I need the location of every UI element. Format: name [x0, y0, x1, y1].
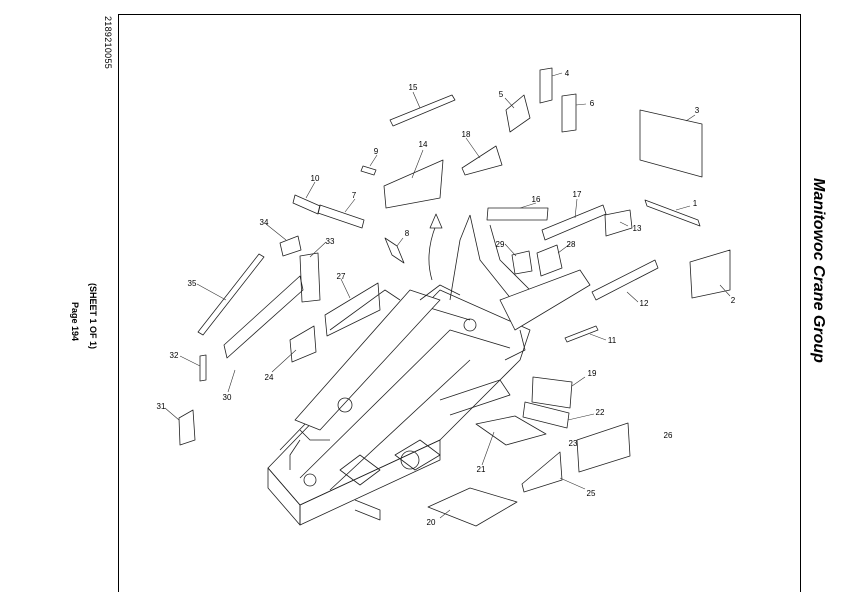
callout-21: 21 — [477, 465, 486, 474]
callout-4: 4 — [565, 69, 570, 78]
frame-top-rule — [118, 14, 801, 15]
callout-23: 23 — [569, 439, 578, 448]
callout-22: 22 — [596, 408, 605, 417]
part-25 — [521, 451, 563, 493]
callout-16: 16 — [532, 195, 541, 204]
callout-18: 18 — [462, 130, 471, 139]
part-9 — [360, 165, 377, 176]
main-frame — [267, 214, 591, 526]
callout-34: 34 — [260, 218, 269, 227]
part-20 — [427, 487, 518, 527]
part-1 — [644, 199, 701, 227]
part-12 — [591, 259, 659, 301]
part-21 — [475, 415, 547, 446]
callout-14: 14 — [419, 140, 428, 149]
callout-11: 11 — [608, 336, 617, 345]
callout-30: 30 — [223, 393, 232, 402]
part-34 — [279, 235, 302, 257]
callout-10: 10 — [311, 174, 320, 183]
callout-19: 19 — [588, 369, 597, 378]
part-17 — [541, 204, 607, 241]
callout-24: 24 — [265, 373, 274, 382]
callout-20: 20 — [427, 518, 436, 527]
frame-right-rule — [800, 14, 801, 592]
part-19 — [531, 376, 573, 409]
part-16 — [486, 207, 549, 221]
part-18 — [461, 145, 503, 176]
part-14 — [383, 159, 444, 209]
part-15 — [389, 94, 456, 127]
callout-28: 28 — [567, 240, 576, 249]
callout-35: 35 — [188, 279, 197, 288]
callout-27: 27 — [337, 272, 346, 281]
direction-arrow-icon — [428, 213, 443, 281]
callout-17: 17 — [573, 190, 582, 199]
callout-25: 25 — [587, 489, 596, 498]
part-23 — [576, 422, 631, 473]
frame-left-rule — [118, 14, 119, 592]
part-35 — [197, 253, 265, 336]
callout-6: 6 — [590, 99, 595, 108]
part-28 — [536, 244, 563, 277]
part-30 — [223, 275, 304, 359]
part-11 — [564, 325, 599, 343]
part-31 — [178, 409, 196, 446]
callout-13: 13 — [633, 224, 642, 233]
part-8 — [384, 237, 405, 264]
callout-2: 2 — [731, 296, 736, 305]
part-13 — [604, 209, 633, 237]
part-10 — [292, 194, 321, 215]
part-32 — [199, 354, 207, 382]
part-33 — [299, 252, 321, 303]
callout-31: 31 — [157, 402, 166, 411]
part-5 — [505, 94, 531, 133]
callout-5: 5 — [499, 90, 504, 99]
callout-8: 8 — [405, 229, 410, 238]
part-6 — [561, 93, 577, 133]
callout-1: 1 — [693, 199, 698, 208]
part-22 — [522, 401, 570, 429]
part-27 — [324, 282, 381, 337]
part-24 — [289, 325, 317, 363]
callout-26: 26 — [664, 431, 673, 440]
part-7 — [317, 204, 365, 229]
part-4 — [539, 67, 553, 104]
callout-15: 15 — [409, 83, 418, 92]
callout-7: 7 — [352, 191, 357, 200]
part-3 — [639, 109, 703, 178]
callout-29: 29 — [496, 240, 505, 249]
callout-12: 12 — [640, 299, 649, 308]
callout-9: 9 — [374, 147, 379, 156]
part-29 — [511, 250, 533, 275]
callout-33: 33 — [326, 237, 335, 246]
callout-3: 3 — [695, 106, 700, 115]
callout-32: 32 — [170, 351, 179, 360]
part-2 — [689, 249, 731, 299]
